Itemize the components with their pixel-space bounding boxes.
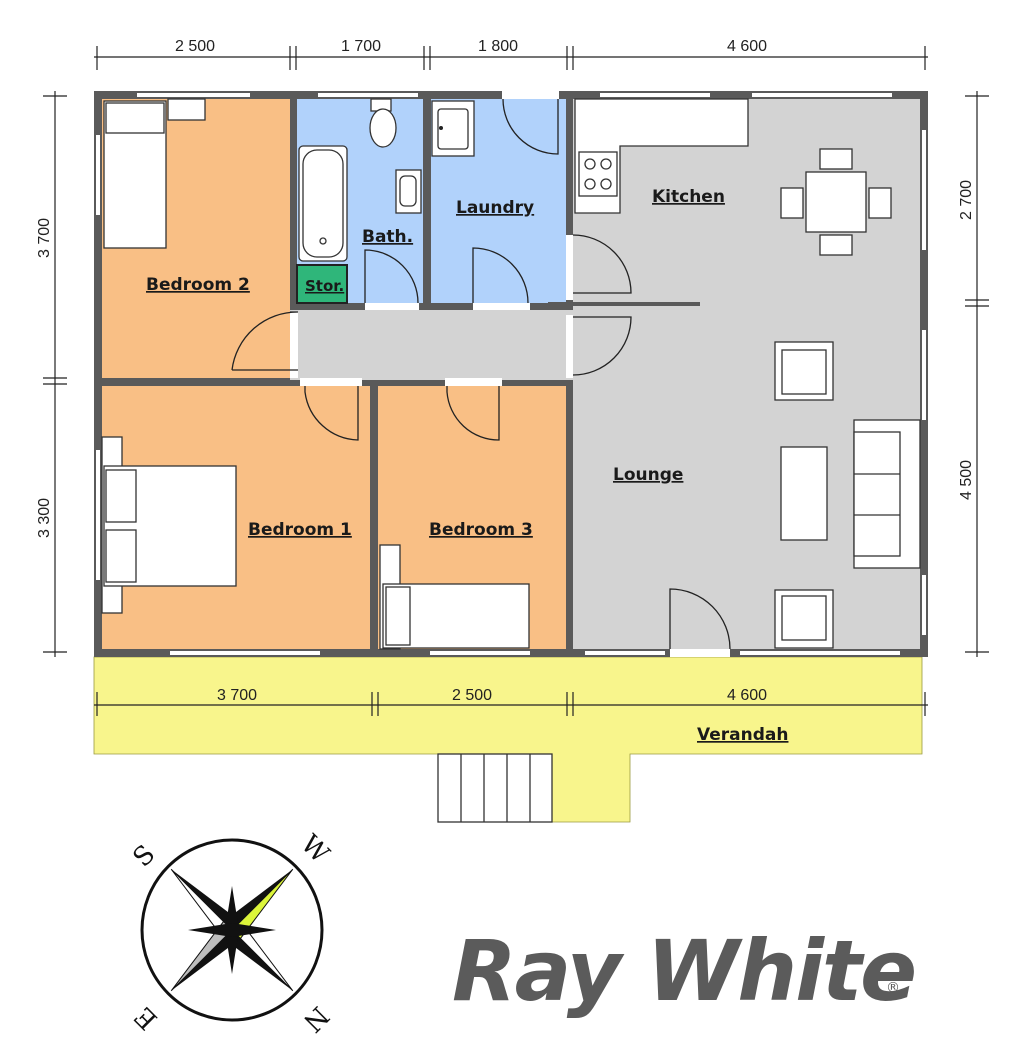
dining-table bbox=[780, 148, 892, 256]
label-kitchen: Kitchen bbox=[652, 187, 725, 207]
compass-letter-s: S bbox=[127, 839, 161, 873]
dim-left-2: 3 300 bbox=[36, 498, 53, 538]
bathtub bbox=[298, 145, 348, 262]
armchair-bottom bbox=[774, 589, 834, 649]
compass-letter-w: W bbox=[295, 829, 335, 869]
bed-bedroom-1 bbox=[101, 436, 237, 614]
dimensions-right: 2 700 4 500 bbox=[958, 91, 989, 657]
door-openings bbox=[290, 91, 730, 657]
dimensions-left: 3 700 3 300 bbox=[36, 91, 67, 657]
room-hallway bbox=[290, 310, 573, 380]
label-bath: Bath. bbox=[362, 227, 413, 247]
coffee-table bbox=[780, 446, 828, 541]
label-bedroom-3: Bedroom 3 bbox=[429, 520, 533, 540]
label-laundry: Laundry bbox=[456, 198, 534, 218]
dim-bottom-2: 2 500 bbox=[452, 687, 492, 704]
dimensions-top: 2 500 1 700 1 800 4 600 bbox=[94, 38, 928, 70]
armchair-top bbox=[774, 341, 834, 401]
compass-letter-e: E bbox=[129, 1000, 164, 1035]
compass: S W N E bbox=[127, 829, 335, 1037]
dim-bottom-1: 3 700 bbox=[217, 687, 257, 704]
brand-name: Ray White bbox=[452, 922, 915, 1020]
dim-top-3: 1 800 bbox=[478, 38, 518, 55]
brand-registered-mark: ® bbox=[886, 980, 900, 996]
kitchen-bench bbox=[574, 98, 749, 214]
dim-left-1: 3 700 bbox=[36, 218, 53, 258]
toilet bbox=[369, 98, 397, 148]
windows bbox=[96, 93, 926, 655]
label-bedroom-1: Bedroom 1 bbox=[248, 520, 352, 540]
verandah-deck bbox=[93, 656, 923, 823]
compass-star-icon bbox=[170, 868, 294, 992]
sofa bbox=[853, 419, 921, 569]
dim-top-2: 1 700 bbox=[341, 38, 381, 55]
bath-vanity bbox=[395, 169, 422, 214]
compass-letter-n: N bbox=[297, 1000, 334, 1037]
label-stor: Stor. bbox=[305, 277, 344, 295]
label-verandah: Verandah bbox=[697, 725, 788, 745]
room-store bbox=[296, 264, 348, 304]
label-lounge: Lounge bbox=[613, 465, 683, 485]
brand-logo: Ray White ® bbox=[452, 922, 917, 1020]
dim-bottom-3: 4 600 bbox=[727, 687, 767, 704]
room-labels: Bedroom 2 Bath. Stor. Laundry Kitchen Lo… bbox=[146, 187, 788, 745]
dim-right-2: 4 500 bbox=[958, 460, 975, 500]
bed-bedroom-2 bbox=[103, 98, 206, 249]
doors bbox=[231, 98, 731, 650]
label-bedroom-2: Bedroom 2 bbox=[146, 275, 250, 295]
verandah bbox=[93, 656, 923, 823]
dim-right-1: 2 700 bbox=[958, 180, 975, 220]
laundry-tub bbox=[431, 100, 475, 157]
dim-top-4: 4 600 bbox=[727, 38, 767, 55]
dim-top-1: 2 500 bbox=[175, 38, 215, 55]
verandah-steps bbox=[437, 753, 553, 823]
bed-bedroom-3 bbox=[379, 544, 530, 650]
dimensions-bottom: 3 700 2 500 4 600 bbox=[94, 687, 928, 716]
